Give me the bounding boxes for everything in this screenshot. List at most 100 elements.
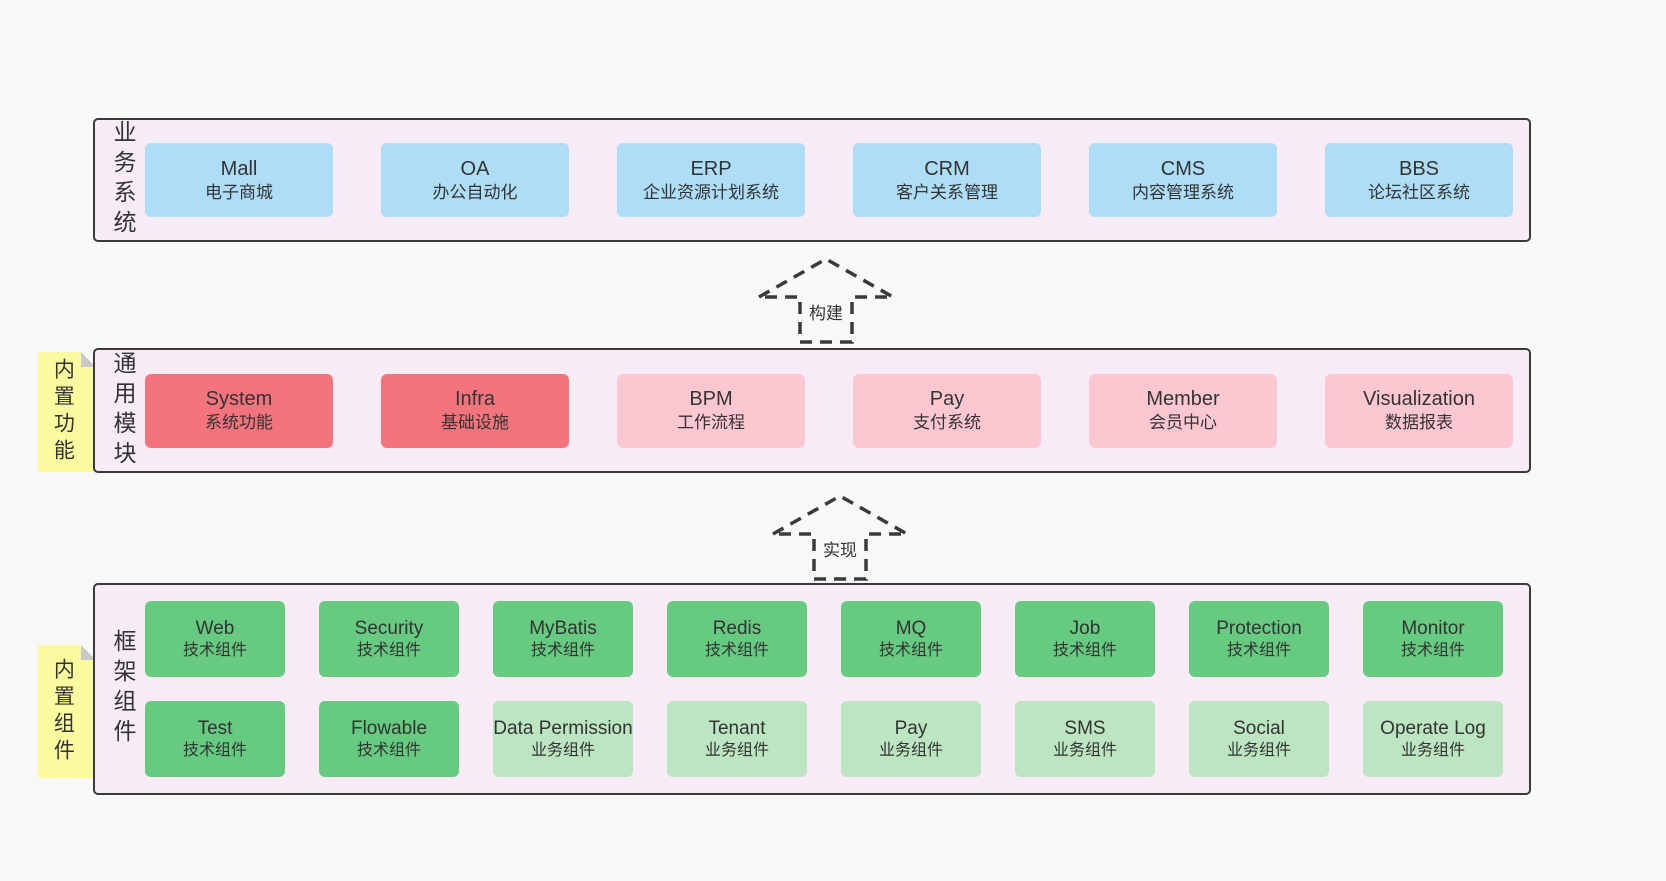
box-subtitle: 电子商城 — [205, 182, 273, 202]
box-title: Security — [354, 618, 424, 639]
box-subtitle: 技术组件 — [878, 641, 943, 659]
box-redis: Redis 技术组件 — [667, 601, 807, 677]
box-subtitle: 基础设施 — [441, 413, 509, 433]
box-subtitle: 业务组件 — [1052, 741, 1117, 759]
box-title: ERP — [690, 157, 732, 180]
box-subtitle: 技术组件 — [530, 641, 595, 659]
box-operate-log: Operate Log 业务组件 — [1363, 701, 1503, 777]
box-data-permission: Data Permission 业务组件 — [493, 701, 633, 777]
arrow-up-implement-icon: 实现 — [765, 492, 915, 582]
box-social: Social 业务组件 — [1189, 701, 1329, 777]
box-title: Infra — [454, 388, 496, 411]
box-title: MQ — [895, 618, 927, 639]
box-subtitle: 技术组件 — [356, 641, 421, 659]
box-title: CRM — [924, 157, 970, 180]
box-subtitle: 技术组件 — [704, 641, 769, 659]
box-mq: MQ 技术组件 — [841, 601, 981, 677]
arrow-build-label: 构建 — [806, 299, 846, 324]
sticky-builtin-features-label: 内置功能 — [51, 358, 75, 466]
box-pay: Pay 业务组件 — [841, 701, 981, 777]
box-subtitle: 业务组件 — [1226, 741, 1291, 759]
box-subtitle: 业务组件 — [878, 741, 943, 759]
box-subtitle: 办公自动化 — [432, 182, 518, 202]
arrow-up-build-icon: 构建 — [751, 255, 901, 345]
box-subtitle: 业务组件 — [1400, 741, 1465, 759]
box-subtitle: 技术组件 — [182, 641, 247, 659]
box-subtitle: 支付系统 — [913, 413, 981, 433]
box-title: CMS — [1160, 157, 1206, 180]
box-title: System — [205, 388, 273, 411]
box-subtitle: 论坛社区系统 — [1368, 182, 1470, 202]
box-subtitle: 技术组件 — [1226, 641, 1291, 659]
box-title: Protection — [1216, 618, 1302, 639]
box-title: OA — [460, 157, 490, 180]
sticky-note-builtin-features: 内置功能 — [38, 352, 96, 472]
box-subtitle: 内容管理系统 — [1132, 182, 1234, 202]
box-subtitle: 技术组件 — [182, 741, 247, 759]
panel-business-systems-label: 业务系统 — [110, 120, 136, 240]
sticky-builtin-components-label: 内置组件 — [51, 657, 75, 766]
box-title: Test — [197, 718, 233, 739]
box-title: BBS — [1398, 157, 1440, 180]
box-title: Operate Log — [1380, 718, 1486, 739]
box-title: BPM — [689, 388, 733, 411]
box-title: Visualization — [1363, 388, 1475, 411]
box-job: Job 技术组件 — [1015, 601, 1155, 677]
box-security: Security 技术组件 — [319, 601, 459, 677]
box-web: Web 技术组件 — [145, 601, 285, 677]
box-protection: Protection 技术组件 — [1189, 601, 1329, 677]
box-title: Job — [1069, 618, 1101, 639]
box-subtitle: 工作流程 — [677, 413, 745, 433]
box-title: Pay — [929, 388, 965, 411]
box-title: Web — [195, 618, 235, 639]
box-tenant: Tenant 业务组件 — [667, 701, 807, 777]
box-title: SMS — [1064, 718, 1106, 739]
arrow-implement-label: 实现 — [820, 536, 860, 561]
box-title: Mall — [220, 157, 258, 180]
box-title: Pay — [894, 718, 928, 739]
box-subtitle: 业务组件 — [530, 741, 595, 759]
box-title: Redis — [712, 618, 762, 639]
panel-framework-components-label: 框架组件 — [110, 629, 136, 749]
box-subtitle: 系统功能 — [205, 413, 273, 433]
box-subtitle: 业务组件 — [704, 741, 769, 759]
panel-common-modules-label: 通用模块 — [110, 350, 136, 471]
box-subtitle: 客户关系管理 — [896, 182, 998, 202]
box-title: Social — [1233, 718, 1285, 739]
box-title: Member — [1146, 388, 1220, 411]
box-subtitle: 技术组件 — [1052, 641, 1117, 659]
box-subtitle: 会员中心 — [1149, 413, 1217, 433]
box-title: Flowable — [350, 718, 428, 739]
box-mybatis: MyBatis 技术组件 — [493, 601, 633, 677]
box-title: Tenant — [708, 718, 766, 739]
box-subtitle: 技术组件 — [1400, 641, 1465, 659]
box-title: MyBatis — [529, 618, 597, 639]
box-sms: SMS 业务组件 — [1015, 701, 1155, 777]
box-test: Test 技术组件 — [145, 701, 285, 777]
box-subtitle: 数据报表 — [1385, 413, 1453, 433]
box-title: Data Permission — [493, 718, 633, 739]
